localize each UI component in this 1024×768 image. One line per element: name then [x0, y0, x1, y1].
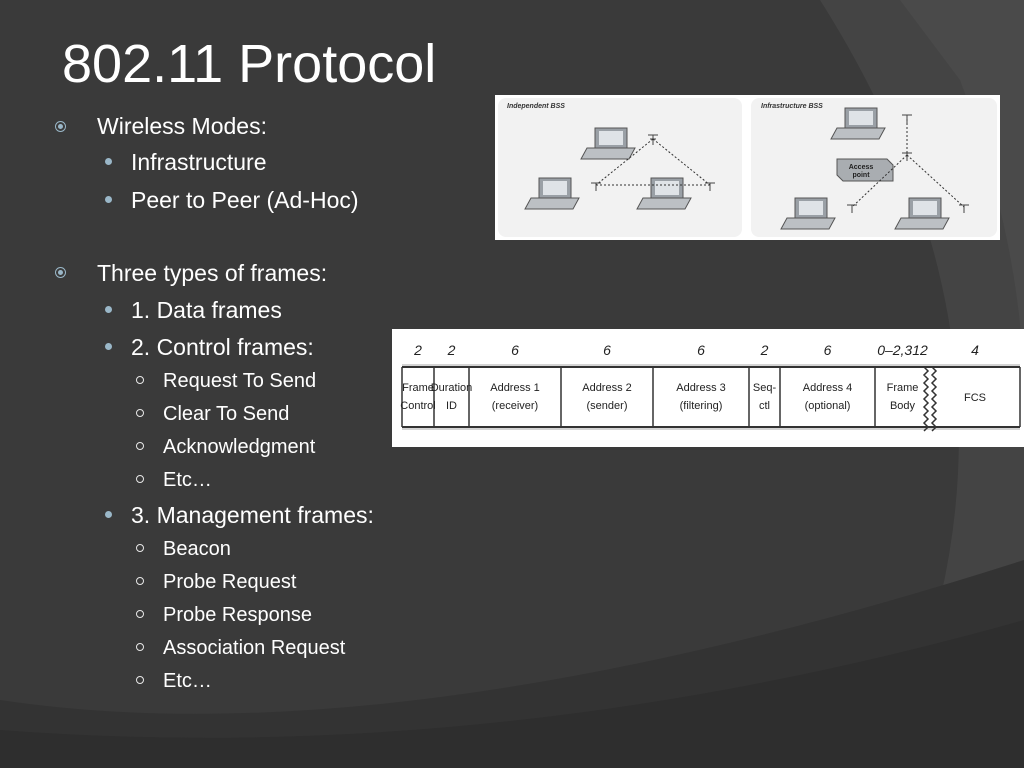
infrastructure-bss-label: Infrastructure BSS [761, 103, 823, 110]
field-name-label: ID [446, 400, 457, 412]
field-size-label: 2 [413, 342, 422, 358]
field-name-label: ctl [759, 400, 770, 412]
bullet-infrastructure: Infrastructure [131, 149, 267, 175]
bullet-management-item: Probe Response [163, 604, 312, 626]
level2-bullet-icon [105, 306, 112, 313]
level1-bullet-icon [55, 267, 66, 278]
level3-bullet-icon [136, 376, 144, 384]
bullet-data-frames: 1. Data frames [131, 297, 282, 323]
bullet-control-item: Etc… [163, 469, 212, 491]
level2-bullet-icon [105, 511, 112, 518]
bullet-peer-to-peer: Peer to Peer (Ad-Hoc) [131, 187, 359, 213]
slide-title: 802.11 Protocol [62, 34, 437, 94]
level2-bullet-icon [105, 158, 112, 165]
field-name-label: FCS [964, 392, 986, 404]
field-size-label: 4 [971, 342, 979, 358]
level3-bullet-icon [136, 544, 144, 552]
bullet-management-item: Association Request [163, 637, 346, 659]
laptop-icon [894, 197, 950, 230]
bullet-control-item: Request To Send [163, 370, 317, 392]
field-name-label: Frame [402, 382, 434, 394]
bullet-control-item: Acknowledgment [163, 436, 316, 458]
bss-diagram: Independent BSS Infrastructure BSS [495, 95, 1000, 240]
level3-bullet-icon [136, 610, 144, 618]
field-size-label: 6 [511, 342, 519, 358]
level3-bullet-icon [136, 409, 144, 417]
level2-bullet-icon [105, 343, 112, 350]
laptop-icon [580, 127, 636, 160]
independent-bss-label: Independent BSS [507, 103, 565, 110]
field-name-label: (sender) [587, 400, 628, 412]
bullet-management-item: Probe Request [163, 571, 297, 593]
field-size-label: 6 [603, 342, 611, 358]
bullet-management-frames: 3. Management frames: [131, 502, 374, 528]
field-name-label: (filtering) [680, 400, 723, 412]
level3-bullet-icon [136, 676, 144, 684]
level3-bullet-icon [136, 475, 144, 483]
field-size-label: 2 [760, 342, 769, 358]
svg-text:Access: Access [849, 164, 874, 171]
svg-text:point: point [852, 172, 870, 179]
field-name-label: Address 1 [490, 382, 540, 394]
bullet-three-types: Three types of frames: [97, 260, 328, 286]
independent-bss-panel [498, 98, 742, 237]
field-name-label: Control [400, 400, 435, 412]
field-name-label: (receiver) [492, 400, 538, 412]
field-size-label: 2 [447, 342, 456, 358]
infrastructure-links [851, 119, 965, 208]
field-name-label: Address 4 [803, 382, 853, 394]
bullet-control-frames: 2. Control frames: [131, 334, 314, 360]
field-name-label: Address 3 [676, 382, 726, 394]
level3-bullet-icon [136, 442, 144, 450]
bullet-management-item: Beacon [163, 538, 231, 560]
field-size-label: 0–2,312 [877, 342, 928, 358]
bullet-wireless-modes: Wireless Modes: [97, 113, 267, 139]
field-name-label: Duration [431, 382, 473, 394]
field-name-label: Body [890, 400, 916, 412]
laptop-icon [524, 177, 580, 210]
level1-bullet-icon [55, 121, 66, 132]
field-size-label: 6 [697, 342, 705, 358]
laptop-icon [830, 107, 886, 140]
level3-bullet-icon [136, 577, 144, 585]
frame-break-mark [922, 366, 938, 432]
level2-bullet-icon [105, 196, 112, 203]
laptop-icon [780, 197, 836, 230]
field-name-label: Address 2 [582, 382, 632, 394]
access-point-icon: Access point [836, 158, 894, 182]
field-name-label: Seq- [753, 382, 777, 394]
bullet-control-item: Clear To Send [163, 403, 290, 425]
field-name-label: Frame [887, 382, 919, 394]
field-name-label: (optional) [805, 400, 851, 412]
bullet-management-item: Etc… [163, 670, 212, 692]
bss-diagram-svg: Independent BSS Infrastructure BSS [498, 98, 997, 237]
field-size-label: 6 [824, 342, 832, 358]
level3-bullet-icon [136, 643, 144, 651]
adhoc-links [595, 138, 711, 186]
